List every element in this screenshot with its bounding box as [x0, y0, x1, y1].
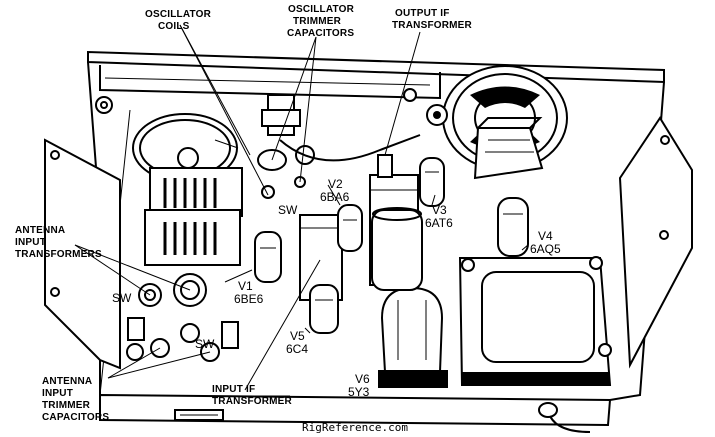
- svg-text:INPUT: INPUT: [15, 237, 46, 248]
- label-tube-v1: V1 6BE6: [234, 279, 264, 306]
- svg-text:SW: SW: [195, 337, 215, 351]
- label-tube-v3: V3 6AT6: [425, 203, 453, 230]
- callout-output-if-transformer: OUTPUT IF TRANSFORMER: [392, 8, 473, 31]
- right-side-panel: [618, 116, 693, 369]
- power-cord-grommet: [538, 402, 591, 433]
- tube-v3: [419, 157, 445, 207]
- svg-text:6AQ5: 6AQ5: [530, 242, 561, 256]
- svg-text:CAPACITORS: CAPACITORS: [42, 412, 109, 423]
- svg-text:V4: V4: [538, 229, 553, 243]
- tube-v4: [497, 197, 529, 257]
- left-side-panel: [44, 138, 121, 370]
- svg-text:TRANSFORMERS: TRANSFORMERS: [15, 249, 102, 260]
- switch-wafer: [127, 317, 239, 349]
- svg-text:TRIMMER: TRIMMER: [293, 16, 342, 27]
- credit-watermark: RigReference.com: [302, 421, 408, 434]
- tube-v2: [337, 204, 363, 252]
- callout-leader-lines: [74, 24, 529, 397]
- svg-text:6C4: 6C4: [286, 342, 308, 356]
- svg-text:OUTPUT IF: OUTPUT IF: [395, 8, 450, 19]
- callout-oscillator-trimmer-capacitors: OSCILLATOR TRIMMER CAPACITORS: [287, 4, 355, 39]
- svg-text:5Y3: 5Y3: [348, 385, 370, 399]
- svg-text:ANTENNA: ANTENNA: [42, 376, 92, 387]
- svg-text:ANTENNA: ANTENNA: [15, 225, 65, 236]
- svg-text:OSCILLATOR: OSCILLATOR: [145, 9, 212, 20]
- antenna-input-transformers: [138, 273, 207, 307]
- filter-capacitor: [371, 207, 423, 291]
- svg-text:V6: V6: [355, 372, 370, 386]
- tube-v6: [378, 286, 448, 388]
- tube-v5: [309, 284, 339, 334]
- callout-input-if-transformer: INPUT IF TRANSFORMER: [212, 384, 293, 407]
- label-tube-v4: V4 6AQ5: [530, 229, 561, 256]
- label-tube-v5: V5 6C4: [286, 329, 308, 356]
- svg-text:6AT6: 6AT6: [425, 216, 453, 230]
- svg-text:V1: V1: [238, 279, 253, 293]
- svg-text:V2: V2: [328, 177, 343, 191]
- svg-text:V3: V3: [432, 203, 447, 217]
- svg-text:SW: SW: [112, 291, 132, 305]
- tube-v1: [254, 231, 282, 283]
- svg-text:6BA6: 6BA6: [320, 190, 350, 204]
- tuning-capacitor: [144, 167, 243, 266]
- svg-text:INPUT: INPUT: [42, 388, 73, 399]
- label-tube-v6: V6 5Y3: [348, 372, 370, 399]
- svg-text:V5: V5: [290, 329, 305, 343]
- svg-text:TRANSFORMER: TRANSFORMER: [392, 20, 473, 31]
- switch-labels: SW SW SW: [112, 203, 298, 351]
- svg-text:OSCILLATOR: OSCILLATOR: [288, 4, 355, 15]
- svg-text:COILS: COILS: [158, 21, 190, 32]
- svg-text:CAPACITORS: CAPACITORS: [287, 28, 354, 39]
- svg-text:INPUT IF: INPUT IF: [212, 384, 255, 395]
- svg-text:TRANSFORMER: TRANSFORMER: [212, 396, 293, 407]
- output-transformer: [473, 117, 544, 180]
- label-tube-v2: V2 6BA6: [320, 177, 350, 204]
- oscillator-coil-assembly: [257, 94, 421, 199]
- callout-antenna-input-trimmer-capacitors: ANTENNA INPUT TRIMMER CAPACITORS: [42, 376, 109, 423]
- svg-text:SW: SW: [278, 203, 298, 217]
- svg-text:TRIMMER: TRIMMER: [42, 400, 91, 411]
- callout-antenna-input-transformers: ANTENNA INPUT TRANSFORMERS: [15, 225, 102, 260]
- svg-text:6BE6: 6BE6: [234, 292, 264, 306]
- power-transformer: [458, 256, 612, 386]
- callout-oscillator-coils: OSCILLATOR COILS: [145, 9, 212, 32]
